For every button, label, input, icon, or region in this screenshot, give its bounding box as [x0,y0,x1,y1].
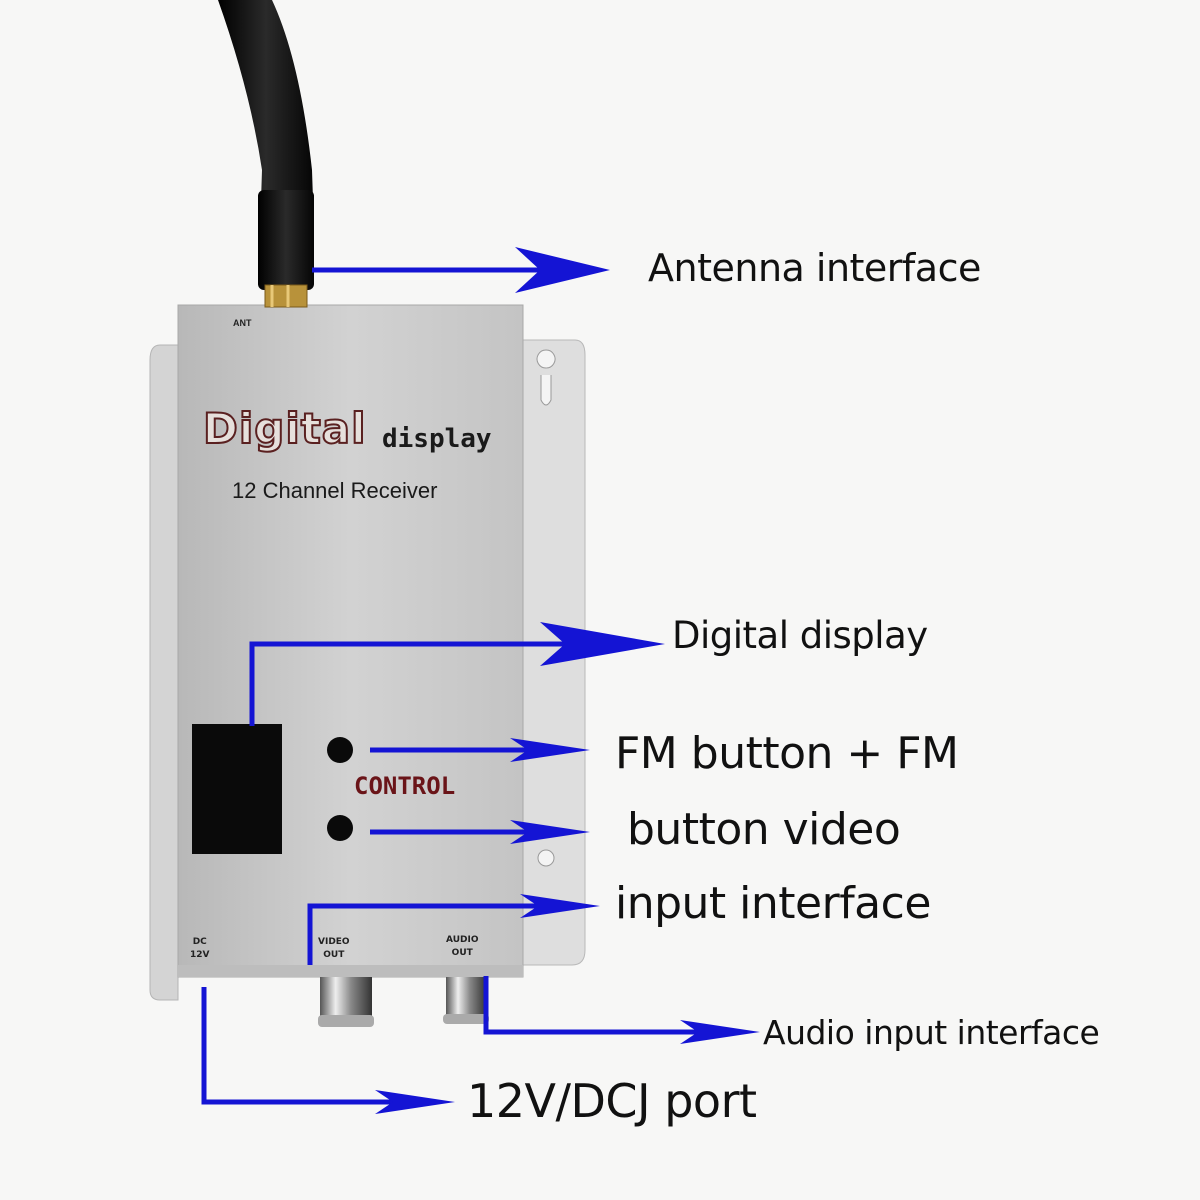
arrow-heads [375,247,760,1114]
mounting-bracket-left [149,344,179,1001]
mounting-bracket-right [519,339,586,966]
callout-fm-line1: FM button + FM [615,728,959,779]
arrow-display-icon [540,622,665,666]
housing [177,304,524,978]
brand-digital: Digital [202,403,367,454]
callout-fm-line2: button video [627,804,901,855]
audio-out-connector [443,977,489,1024]
ant-label: ANT [233,318,252,328]
control-label: CONTROL [354,772,456,800]
callout-lines [201,267,710,1105]
dc-port-label: DC 12V [190,937,210,960]
arrow-antenna-icon [515,247,610,293]
video-out-label: VIDEO OUT [318,937,350,960]
arrow-audio-icon [680,1020,760,1044]
callout-fm-line3: input interface [615,878,931,929]
callout-digital-display: Digital display [672,614,928,657]
digital-display-screen [192,724,282,854]
callout-audio: Audio input interface [763,1013,1100,1052]
arrow-video-icon [520,894,600,918]
video-out-connector [318,977,374,1027]
arrow-fm1-icon [510,738,590,762]
brand-display: display [382,424,492,454]
callout-power: 12V/DCJ port [467,1074,757,1128]
fm-button-bottom[interactable] [327,815,353,841]
arrow-power-icon [375,1090,455,1114]
antenna [218,0,314,308]
arrow-fm2-icon [510,820,590,844]
model-name: 12 Channel Receiver [232,478,438,503]
fm-button-top[interactable] [327,737,353,763]
audio-out-label: AUDIO OUT [446,935,479,958]
callout-antenna: Antenna interface [648,246,981,290]
